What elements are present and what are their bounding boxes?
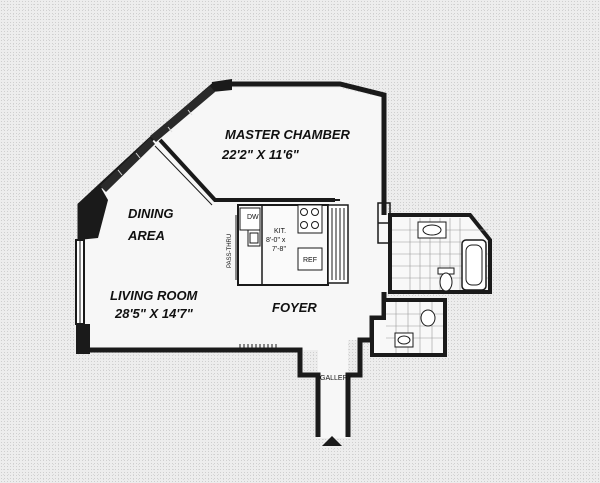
entry-arrow-icon: [322, 436, 342, 446]
bedroom-partition: [154, 138, 340, 206]
refrigerator-label: REF: [303, 257, 317, 264]
bathroom: [388, 213, 492, 294]
kitchen-dimensions-line1: 8'-0" x: [266, 237, 286, 244]
dishwasher-label: DW: [247, 214, 259, 221]
kitchen-label: KIT.: [274, 228, 286, 235]
living-room-label: LIVING ROOM: [110, 288, 199, 303]
master-chamber-label: MASTER CHAMBER: [225, 127, 351, 142]
dining-label-line2: AREA: [127, 228, 165, 243]
master-chamber-dimensions: 22'2" X 11'6": [221, 147, 300, 162]
dining-label-line1: DINING: [128, 206, 174, 221]
living-room-dimensions: 28'5" X 14'7": [114, 306, 194, 321]
powder-room: [370, 298, 447, 357]
gallery-label: GALLERY: [320, 375, 352, 382]
window-wall: [75, 79, 277, 354]
kitchen-dimensions-line2: 7'-8": [272, 246, 286, 253]
pass-thru-label: PASS-THRU: [227, 234, 233, 268]
kitchen: [235, 204, 349, 286]
foyer-label: FOYER: [272, 300, 317, 315]
